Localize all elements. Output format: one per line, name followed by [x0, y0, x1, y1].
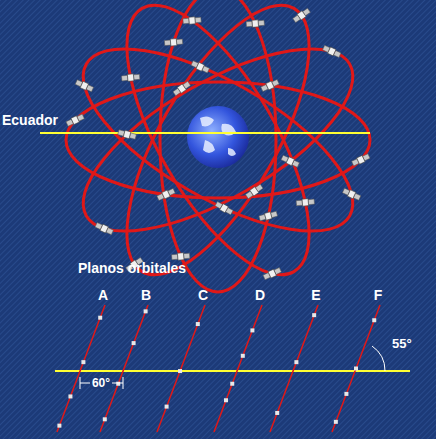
- satellite: [296, 198, 315, 207]
- satellite-dot: [132, 341, 136, 345]
- satellite-dot: [294, 360, 298, 364]
- satellite-dot: [241, 354, 245, 358]
- angle-label: 55°: [392, 337, 412, 350]
- orbit-ring: [66, 82, 370, 198]
- satellite-dot: [81, 360, 85, 364]
- orbit-rings: [57, 0, 378, 301]
- plane-letter: F: [374, 288, 383, 302]
- angle-arc: [372, 346, 385, 371]
- orbit-ring: [92, 0, 344, 301]
- satellite-dot: [230, 382, 234, 386]
- satellite: [171, 252, 190, 261]
- section-title: Planos orbitales: [78, 261, 186, 275]
- satellite-dot: [224, 398, 228, 402]
- orbital-plane: [57, 305, 105, 432]
- satellite: [281, 154, 300, 168]
- satellite: [121, 73, 140, 82]
- satellite-dot: [165, 405, 169, 409]
- satellite-dot: [68, 394, 72, 398]
- satellite: [342, 187, 361, 201]
- satellite: [245, 183, 264, 199]
- satellite: [117, 129, 136, 140]
- satellite-dot: [98, 316, 102, 320]
- satellite: [95, 222, 114, 236]
- satellite-dot: [144, 309, 148, 313]
- satellite: [183, 16, 202, 25]
- satellite: [75, 79, 94, 93]
- plane-letter: D: [255, 288, 265, 302]
- equator-label: Ecuador: [2, 113, 58, 127]
- satellites: [66, 7, 371, 280]
- orbital-plane: [332, 305, 380, 432]
- satellite: [66, 113, 85, 127]
- satellite: [156, 188, 175, 202]
- satellite-dot: [250, 328, 254, 332]
- angle-label: 60°: [90, 377, 112, 389]
- equator-line: [40, 132, 370, 134]
- satellite-dot: [57, 424, 61, 428]
- orbital-plane-lines: [57, 305, 380, 432]
- satellite: [322, 44, 341, 58]
- orbit-ring: [57, 14, 378, 266]
- satellite-dot: [354, 367, 358, 371]
- satellite: [246, 19, 265, 28]
- satellite: [263, 267, 282, 281]
- orbital-plane: [270, 305, 318, 432]
- satellite-dot: [275, 411, 279, 415]
- satellite-dot: [178, 369, 182, 373]
- orbital-plane: [100, 305, 148, 432]
- satellite: [215, 201, 234, 216]
- satellite: [259, 210, 278, 221]
- earth-globe: [187, 106, 249, 168]
- satellite: [191, 60, 210, 74]
- satellite-dot: [312, 313, 316, 317]
- satellite-dot: [103, 417, 107, 421]
- plane-letter: A: [98, 288, 108, 302]
- satellite-dot: [372, 318, 376, 322]
- orbit-ring: [57, 14, 378, 266]
- orbital-plane: [157, 305, 205, 432]
- plane-letter: B: [141, 288, 151, 302]
- satellite-dot: [334, 420, 338, 424]
- satellite: [164, 38, 183, 47]
- satellite-dot: [196, 322, 200, 326]
- satellite-dot: [116, 382, 120, 386]
- satellite: [292, 7, 311, 23]
- satellite: [351, 153, 370, 167]
- orbit-ring: [92, 0, 344, 301]
- orbital-plane: [214, 305, 262, 432]
- satellite: [260, 79, 279, 93]
- satellite: [172, 81, 191, 97]
- plane-letter: C: [198, 288, 208, 302]
- spacing-dimension: [80, 377, 123, 389]
- satellite-dot: [344, 392, 348, 396]
- plane-letter: E: [311, 288, 320, 302]
